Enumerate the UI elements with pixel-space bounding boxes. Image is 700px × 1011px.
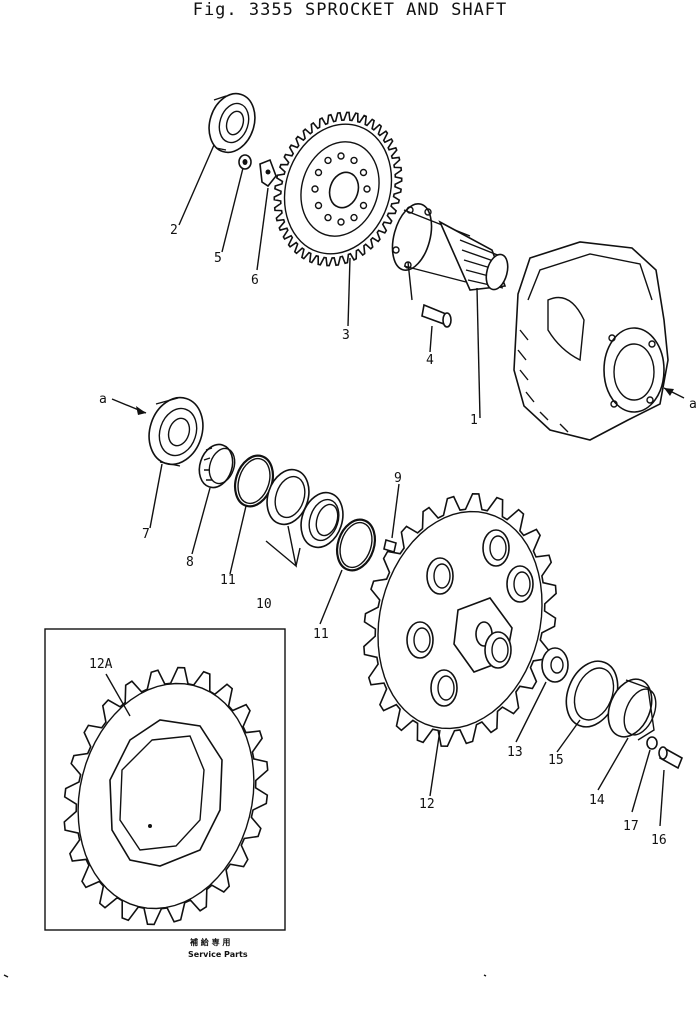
callout-3: 3 — [342, 328, 350, 343]
callout-6: 6 — [251, 273, 259, 288]
callout-17: 17 — [623, 819, 639, 834]
part-2-bearing — [208, 92, 256, 154]
sprocket-hole — [406, 621, 434, 659]
part-17-washer — [646, 736, 658, 750]
gear-bolt-hole — [314, 201, 323, 210]
part-7-bearing — [148, 396, 204, 467]
callout-12A: 12A — [89, 657, 113, 672]
part-10-floating-seal — [266, 468, 344, 549]
sprocket-hole-inner — [413, 627, 431, 653]
section-marker-a-left: a — [99, 392, 107, 407]
print-mark — [3, 974, 9, 978]
part-14-cover — [607, 678, 657, 741]
gear-bolt-hole — [359, 201, 368, 210]
part-13-nut — [541, 647, 569, 683]
callout-11-upper: 11 — [220, 573, 236, 588]
sprocket-hole-inner — [489, 535, 507, 561]
gear-bolt-hole — [363, 185, 371, 193]
callout-4: 4 — [426, 353, 434, 368]
gear-bolt-hole — [350, 213, 358, 222]
callout-16: 16 — [651, 833, 667, 848]
figure-title: Fig. 3355 SPROCKET AND SHAFT — [192, 0, 508, 20]
sprocket-hole-inner — [437, 675, 455, 701]
gear-bolt-hole — [337, 218, 345, 226]
gear-bolt-hole — [359, 168, 368, 177]
part-1-shaft — [391, 203, 509, 291]
callout-11-lower: 11 — [313, 627, 329, 642]
callout-labels: 1 2 3 4 5 6 7 8 9 10 11 11 12 12A 13 14 … — [89, 223, 697, 848]
print-mark — [483, 974, 487, 977]
service-parts-inset — [44, 628, 286, 931]
callout-7: 7 — [142, 527, 150, 542]
callout-2: 2 — [170, 223, 178, 238]
sprocket-hole-inner — [513, 571, 531, 597]
part-3-gear — [273, 111, 403, 267]
service-parts-caption-en: Service Parts — [188, 950, 248, 959]
section-marker-right — [663, 387, 685, 399]
part-16-bolt — [658, 746, 684, 770]
callout-14: 14 — [589, 793, 605, 808]
part-12-sprocket — [363, 492, 557, 748]
callout-10: 10 — [256, 597, 272, 612]
section-marker-a-right: a — [689, 397, 697, 412]
part-9-pin — [383, 538, 397, 554]
gear-bolt-hole — [324, 156, 332, 165]
callout-1: 1 — [470, 413, 478, 428]
part-6-lock-plate — [259, 158, 277, 188]
part-5-nut — [238, 154, 252, 170]
gear-bolt-hole — [314, 168, 323, 177]
sprocket-hole — [482, 529, 510, 567]
part-4-bolt — [421, 303, 452, 328]
callout-12: 12 — [419, 797, 435, 812]
gear-bolt-hole — [324, 213, 332, 222]
gear-bolt-hole — [311, 185, 319, 193]
callout-15: 15 — [548, 753, 564, 768]
sprocket-hole-inner — [433, 563, 451, 589]
sprocket-hole — [506, 565, 534, 603]
callout-8: 8 — [186, 555, 194, 570]
callout-13: 13 — [507, 745, 523, 760]
callout-9: 9 — [394, 471, 402, 486]
sprocket-hole-inner — [491, 637, 509, 663]
section-marker-left — [111, 398, 147, 415]
service-parts-caption-cn: 補 給 専 用 — [189, 937, 230, 947]
part-8-bearing-cone — [198, 443, 236, 489]
sprocket-hole — [430, 669, 458, 707]
gear-bolt-hole — [350, 156, 358, 165]
final-drive-housing — [513, 241, 669, 441]
sprocket-hole — [426, 557, 454, 595]
callout-5: 5 — [214, 251, 222, 266]
sprocket-hole — [484, 631, 512, 669]
leader-lines — [105, 144, 665, 827]
part-11-o-ring-lower — [335, 518, 377, 572]
gear-bolt-hole — [337, 152, 345, 160]
